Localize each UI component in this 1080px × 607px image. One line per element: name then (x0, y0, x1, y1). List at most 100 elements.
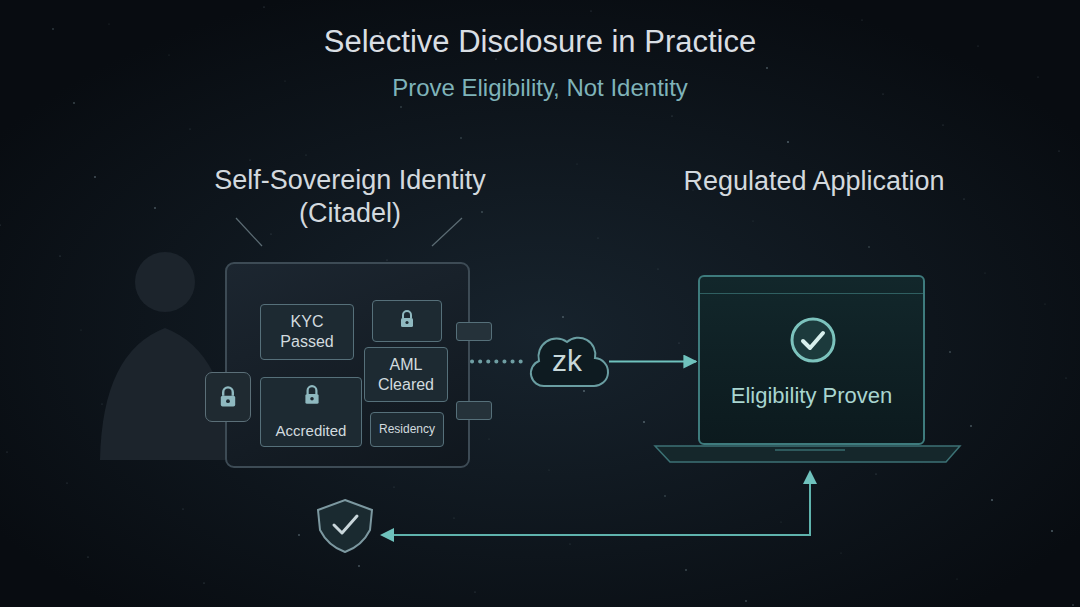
check-icon (788, 315, 838, 365)
star (87, 556, 88, 557)
credential-card: KYC Passed (260, 304, 354, 360)
lock-badge (205, 372, 251, 422)
window-bar (700, 293, 923, 294)
star (358, 565, 360, 567)
star (488, 438, 489, 439)
star (52, 28, 54, 30)
star (80, 329, 81, 330)
star (583, 390, 585, 392)
star (868, 246, 870, 248)
star (298, 534, 300, 536)
locked-card (372, 300, 442, 342)
lock-icon (216, 385, 240, 409)
star (0, 224, 1, 225)
star (956, 578, 957, 579)
star (284, 80, 285, 81)
port-tab (456, 401, 492, 420)
star (94, 176, 96, 178)
star (977, 45, 978, 46)
star (569, 543, 570, 544)
credential-card: Accredited (260, 377, 362, 447)
star (1072, 604, 1074, 606)
star (305, 154, 306, 155)
shield-icon (318, 500, 372, 552)
star (745, 600, 747, 602)
star (154, 207, 156, 209)
diagram-title: Selective Disclosure in Practice (0, 24, 1080, 60)
star (963, 198, 964, 199)
star (203, 582, 204, 583)
vault-heading: Self-Sovereign Identity (Citadel) (185, 164, 515, 230)
star (108, 23, 109, 24)
star (861, 19, 862, 20)
zk-label: zk (552, 343, 582, 380)
star (101, 403, 102, 404)
star (1058, 150, 1059, 151)
star (590, 10, 591, 11)
star (270, 233, 271, 234)
star (840, 552, 841, 553)
star (460, 137, 462, 139)
star (263, 6, 264, 7)
star (1065, 377, 1066, 378)
credential-label: AML Cleared (369, 355, 443, 394)
star (671, 115, 672, 116)
star (562, 316, 564, 318)
star (1037, 76, 1038, 77)
star (942, 124, 943, 125)
divider-line (70, 117, 1010, 119)
arrow-connector (609, 361, 696, 363)
star (664, 495, 666, 497)
zk-cloud: zk (527, 328, 607, 395)
credential-label: KYC Passed (265, 312, 349, 351)
star (249, 159, 250, 160)
star (678, 342, 679, 343)
star (991, 499, 993, 501)
dotted-connector (472, 360, 525, 364)
star (548, 469, 549, 470)
credential-card: AML Cleared (364, 347, 448, 402)
star (59, 255, 60, 256)
identity-vault: KYC PassedAML ClearedAccredited Residency… (225, 262, 470, 468)
star (6, 451, 7, 452)
star (386, 259, 387, 260)
lock-icon (301, 384, 323, 406)
star (984, 272, 985, 273)
star (1051, 530, 1053, 532)
credential-card: Residency (370, 412, 444, 447)
star (766, 67, 768, 69)
star (657, 268, 658, 269)
star (481, 211, 483, 213)
star (576, 163, 577, 164)
star (189, 128, 190, 129)
person-silhouette (100, 252, 232, 460)
star (73, 102, 75, 104)
star (393, 486, 394, 487)
lock-icon (397, 309, 417, 329)
star (453, 517, 454, 518)
star (1044, 303, 1045, 304)
star (685, 569, 687, 571)
star (168, 54, 169, 55)
credential-label: Residency (379, 422, 435, 437)
star (182, 508, 183, 509)
star (949, 351, 951, 353)
star (66, 482, 67, 483)
laptop-screen: Regulated ApplicationEligibility Proven (698, 275, 925, 445)
star (597, 237, 598, 238)
star (882, 93, 883, 94)
application-heading: Regulated Application (634, 165, 994, 198)
return-arrow (380, 470, 817, 542)
credential-label: Accredited (276, 422, 347, 440)
star (970, 425, 972, 427)
star (875, 473, 876, 474)
star (787, 141, 789, 143)
status-text: Eligibility Proven (700, 383, 923, 410)
star (752, 220, 753, 221)
subtitle: Prove Eligibility, Not Identity (0, 74, 1080, 102)
star (400, 106, 402, 108)
star (780, 521, 781, 522)
star (474, 591, 475, 592)
